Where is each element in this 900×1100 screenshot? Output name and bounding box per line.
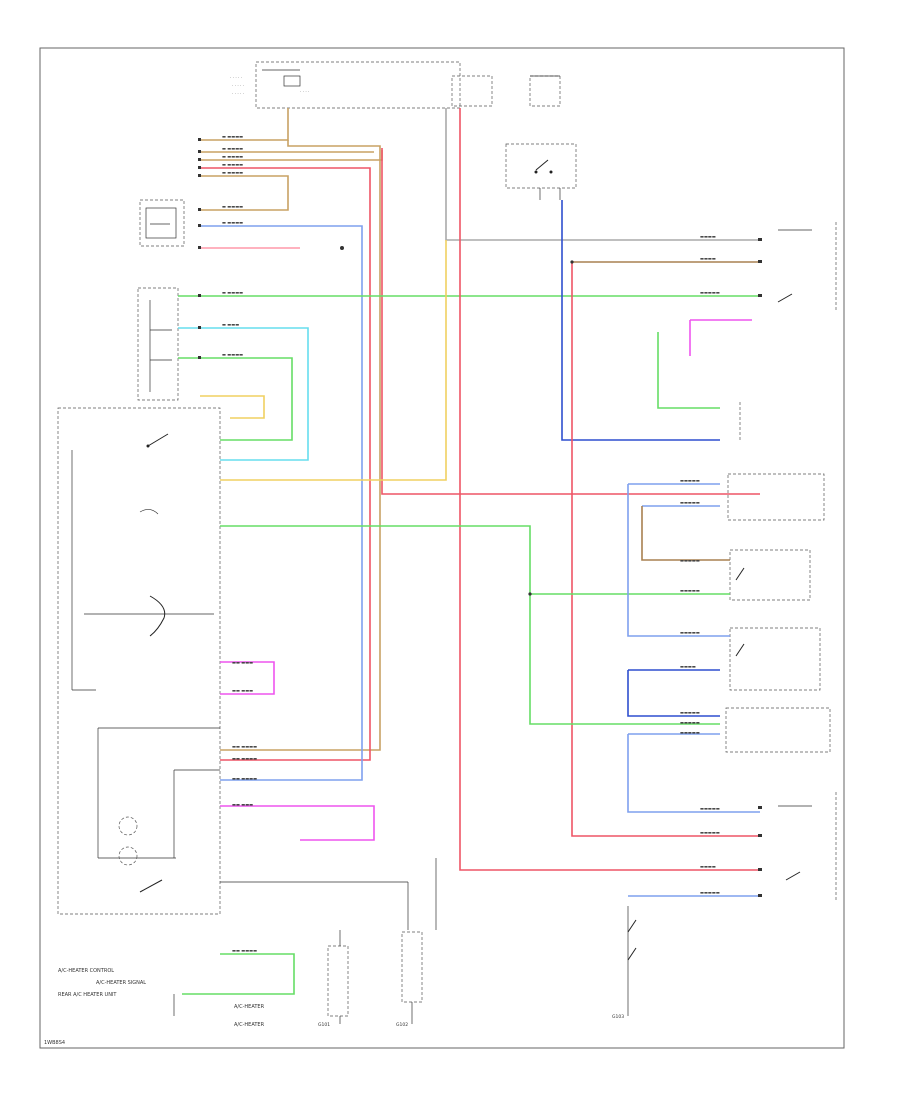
svg-text:▬ ▬▬▬▬: ▬ ▬▬▬▬: [222, 290, 243, 295]
svg-text:. . . . .: . . . . .: [230, 74, 242, 79]
svg-text:. . . . .: . . . . .: [232, 82, 244, 87]
svg-text:▬▬▬▬▬: ▬▬▬▬▬: [700, 290, 720, 295]
svg-text:▬ ▬▬▬▬: ▬ ▬▬▬▬: [222, 220, 243, 225]
svg-text:▬▬ ▬▬▬: ▬▬ ▬▬▬: [232, 688, 253, 693]
svg-text:▬▬▬▬: ▬▬▬▬: [700, 864, 716, 869]
svg-text:▬ ▬▬▬▬: ▬ ▬▬▬▬: [222, 170, 243, 175]
blower-relay: [505, 143, 577, 200]
blower-speed-sensor: [139, 199, 185, 247]
bottom-components: [173, 858, 637, 1024]
svg-text:▬▬▬▬: ▬▬▬▬: [680, 664, 696, 669]
svg-text:▬▬▬▬▬: ▬▬▬▬▬: [680, 558, 700, 563]
svg-text:▬▬ ▬▬▬▬: ▬▬ ▬▬▬▬: [232, 744, 257, 749]
svg-text:▬▬▬▬▬: ▬▬▬▬▬: [680, 500, 700, 505]
fuse-block-right: [451, 75, 561, 107]
diagram-frame: [39, 47, 845, 1049]
label-ac-heater-signal: A/C-HEATER SIGNAL: [96, 980, 146, 986]
svg-text:▬▬ ▬▬▬▬: ▬▬ ▬▬▬▬: [232, 756, 257, 761]
svg-text:▬ ▬▬▬▬: ▬ ▬▬▬▬: [222, 154, 243, 159]
ac-heater-control-module: [57, 407, 221, 915]
text-labels: A/C-HEATER CONTROL A/C-HEATER SIGNAL REA…: [44, 968, 624, 1046]
pin-marks: [198, 138, 762, 897]
svg-text:▬▬▬▬▬: ▬▬▬▬▬: [680, 720, 700, 725]
label-ac-heater-control: A/C-HEATER CONTROL: [58, 968, 114, 974]
svg-text:▬▬▬▬▬: ▬▬▬▬▬: [700, 830, 720, 835]
svg-text:▬▬▬▬▬: ▬▬▬▬▬: [680, 630, 700, 635]
svg-text:▬▬ ▬▬▬: ▬▬ ▬▬▬: [232, 660, 253, 665]
svg-text:. . . .: . . . .: [300, 88, 309, 93]
label-ground-g103: G103: [612, 1014, 624, 1020]
svg-text:▬ ▬▬▬▬: ▬ ▬▬▬▬: [222, 146, 243, 151]
right-connectors: [725, 222, 837, 900]
svg-text:▬ ▬▬▬▬: ▬ ▬▬▬▬: [222, 134, 243, 139]
svg-text:. . . . .: . . . . .: [232, 90, 244, 95]
svg-text:▬▬▬▬: ▬▬▬▬: [700, 256, 716, 261]
svg-text:▬ ▬▬▬▬: ▬ ▬▬▬▬: [222, 204, 243, 209]
svg-text:▬ ▬▬▬▬: ▬ ▬▬▬▬: [222, 352, 243, 357]
svg-text:▬▬▬▬▬: ▬▬▬▬▬: [680, 730, 700, 735]
svg-text:▬▬ ▬▬▬▬: ▬▬ ▬▬▬▬: [232, 948, 257, 953]
footer-code: 1WB8S4: [44, 1040, 65, 1046]
label-bottom-switch-2: A/C-HEATER: [234, 1022, 265, 1028]
svg-text:▬▬▬▬▬: ▬▬▬▬▬: [700, 890, 720, 895]
svg-text:▬▬▬▬▬: ▬▬▬▬▬: [680, 588, 700, 593]
fuse-block-left: . . . . . . . . . . . . . . . . . . .: [230, 61, 461, 109]
svg-text:▬ ▬▬▬: ▬ ▬▬▬: [222, 322, 239, 327]
svg-text:▬▬ ▬▬▬▬: ▬▬ ▬▬▬▬: [232, 776, 257, 781]
svg-text:▬▬▬▬: ▬▬▬▬: [700, 234, 716, 239]
wires: [178, 108, 760, 995]
label-ground-g101: G101: [318, 1022, 330, 1028]
svg-text:▬▬ ▬▬▬: ▬▬ ▬▬▬: [232, 802, 253, 807]
svg-text:▬▬▬▬▬: ▬▬▬▬▬: [680, 478, 700, 483]
svg-text:▬▬▬▬▬: ▬▬▬▬▬: [700, 806, 720, 811]
wire-annotations: ▬ ▬▬▬▬ ▬ ▬▬▬▬ ▬ ▬▬▬▬ ▬ ▬▬▬▬ ▬ ▬▬▬▬ ▬ ▬▬▬…: [222, 134, 720, 953]
label-rear-ac-heater-unit: REAR A/C HEATER UNIT: [58, 992, 117, 998]
svg-text:▬▬▬▬▬: ▬▬▬▬▬: [680, 710, 700, 715]
label-ground-g102: G102: [396, 1022, 408, 1028]
svg-text:▬ ▬▬▬▬: ▬ ▬▬▬▬: [222, 162, 243, 167]
label-bottom-switch-1: A/C-HEATER: [234, 1004, 265, 1010]
blower-motor-resistor: [137, 287, 179, 401]
